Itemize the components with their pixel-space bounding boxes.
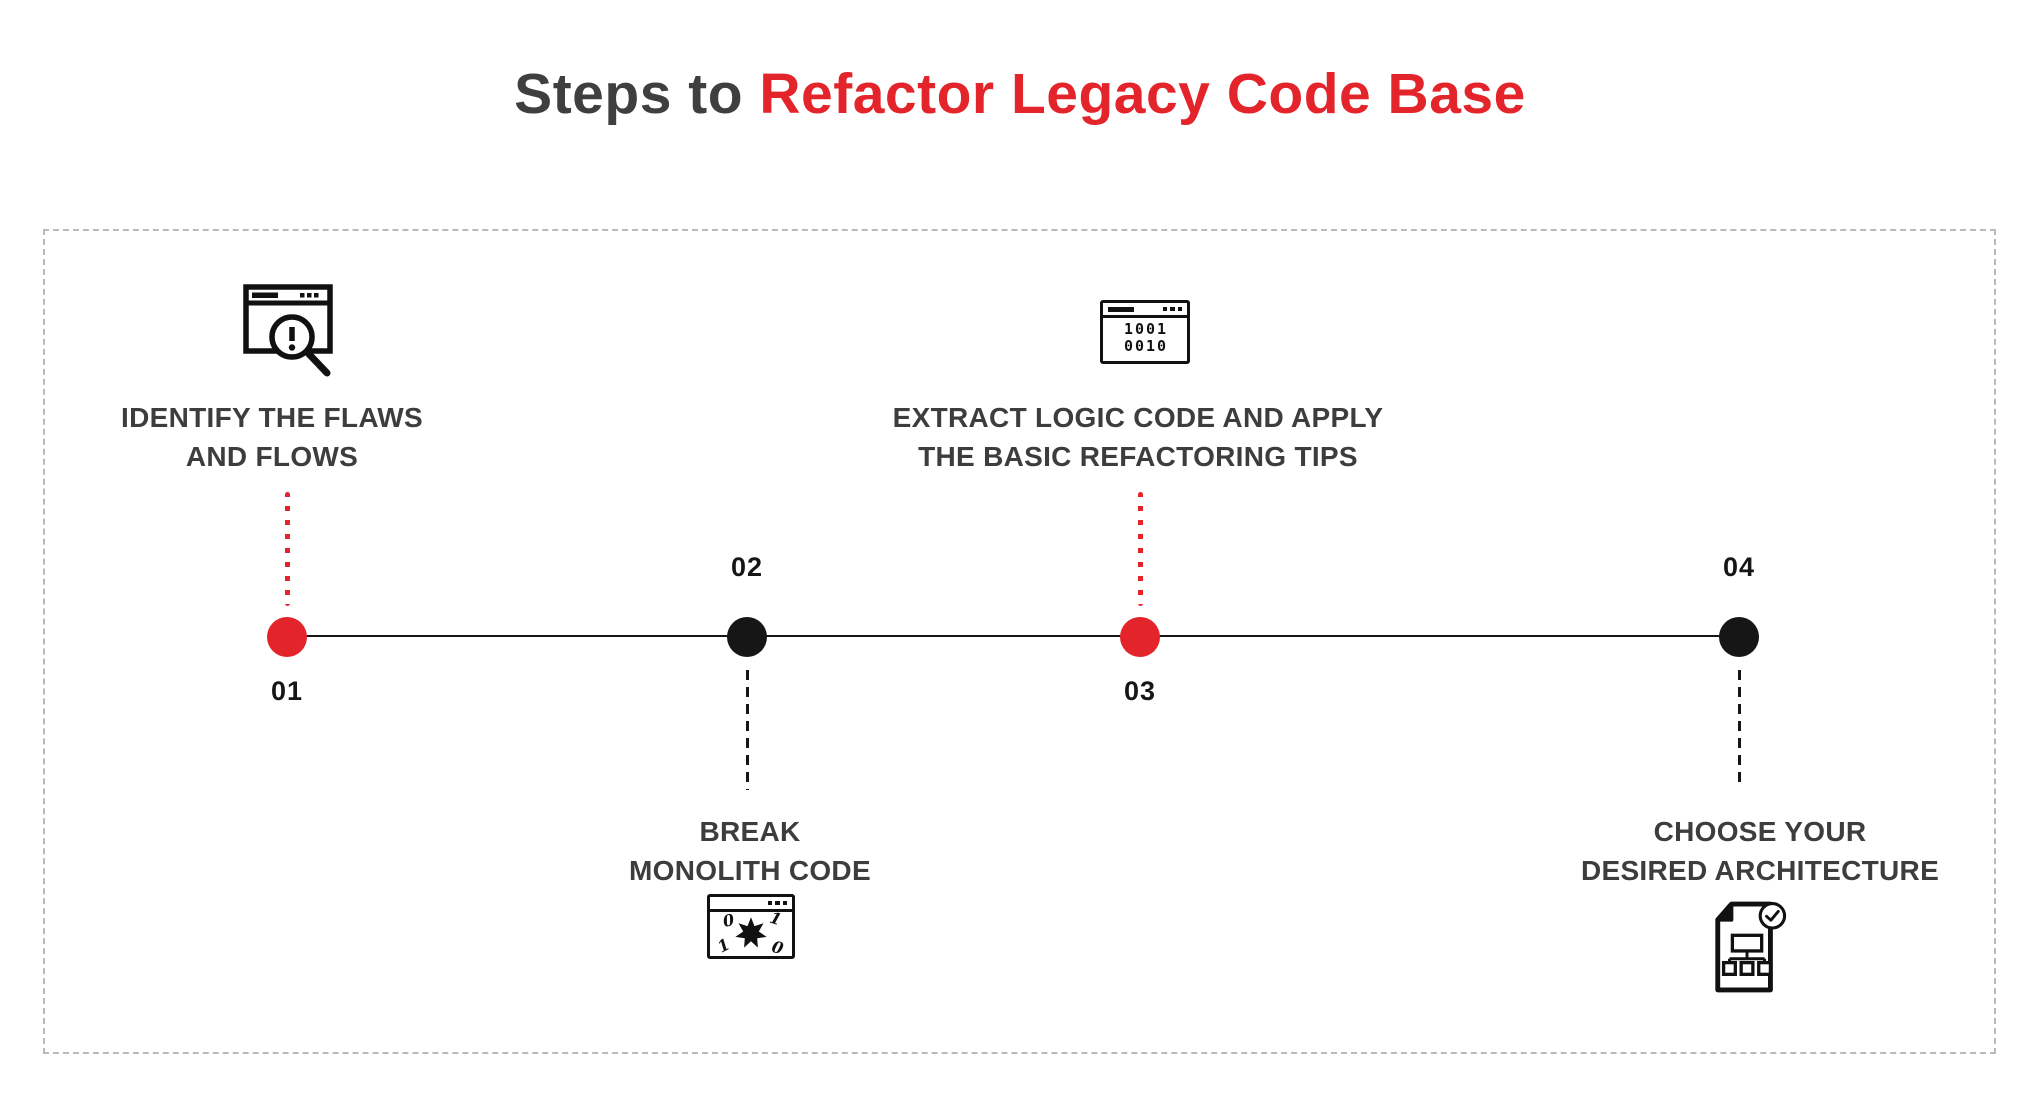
document-architecture-check-icon (1715, 901, 1787, 993)
step-2-connector (746, 670, 749, 790)
step-2-number: 02 (730, 552, 764, 582)
step-3-label: EXTRACT LOGIC CODE AND APPLY THE BASIC R… (863, 398, 1413, 476)
step-1-connector (285, 492, 290, 606)
page-title: Steps to Refactor Legacy Code Base (0, 58, 2040, 130)
step-1-number: 01 (270, 676, 304, 706)
step-1-label: IDENTIFY THE FLAWS AND FLOWS (52, 398, 492, 476)
starburst-icon (735, 916, 767, 948)
step-3-connector (1138, 492, 1143, 606)
title-prefix: Steps to (514, 62, 744, 126)
step-4-label-line2: DESIRED ARCHITECTURE (1580, 855, 1940, 886)
step-4-label: CHOOSE YOUR DESIRED ARCHITECTURE (1530, 812, 1990, 890)
step-4-number: 04 (1722, 552, 1756, 582)
step-4-dot (1719, 617, 1759, 657)
window-dots-icon (767, 900, 787, 906)
step-2-dot (727, 617, 767, 657)
timeline-line (287, 635, 1740, 637)
step-3-dot (1120, 617, 1160, 657)
binary-row: 0010 (1123, 337, 1169, 355)
step-3-label-line1: EXTRACT LOGIC CODE AND APPLY (892, 402, 1384, 433)
browser-code-break-icon: 0 1 1 0 (707, 894, 795, 959)
window-body: 0 1 1 0 (710, 908, 792, 959)
step-3-label-line2: THE BASIC REFACTORING TIPS (918, 441, 1358, 472)
step-2-label-line1: BREAK (699, 816, 801, 847)
window-body: 1001 0010 (1103, 318, 1187, 355)
window-title-bar (710, 897, 792, 912)
step-2-label-line2: MONOLITH CODE (629, 855, 871, 886)
title-highlight: Refactor Legacy Code Base (759, 62, 1526, 126)
dashed-frame (43, 229, 1996, 1054)
step-1-label-line1: IDENTIFY THE FLAWS (121, 402, 423, 433)
browser-search-alert-icon (243, 284, 333, 377)
step-1-dot (267, 617, 307, 657)
binary-digit: 1 (714, 934, 733, 957)
step-2-label: BREAK MONOLITH CODE (530, 812, 970, 890)
binary-digit: 0 (769, 936, 786, 959)
step-4-label-line1: CHOOSE YOUR (1653, 816, 1867, 847)
window-title-bar (1103, 303, 1187, 318)
window-address-bar (1108, 306, 1134, 312)
step-1-label-line2: AND FLOWS (185, 441, 359, 472)
step-3-number: 03 (1123, 676, 1157, 706)
window-dots-icon (1162, 306, 1182, 312)
browser-binary-code-icon: 1001 0010 (1100, 300, 1190, 364)
binary-row: 1001 (1123, 320, 1169, 338)
step-4-connector (1738, 670, 1741, 788)
